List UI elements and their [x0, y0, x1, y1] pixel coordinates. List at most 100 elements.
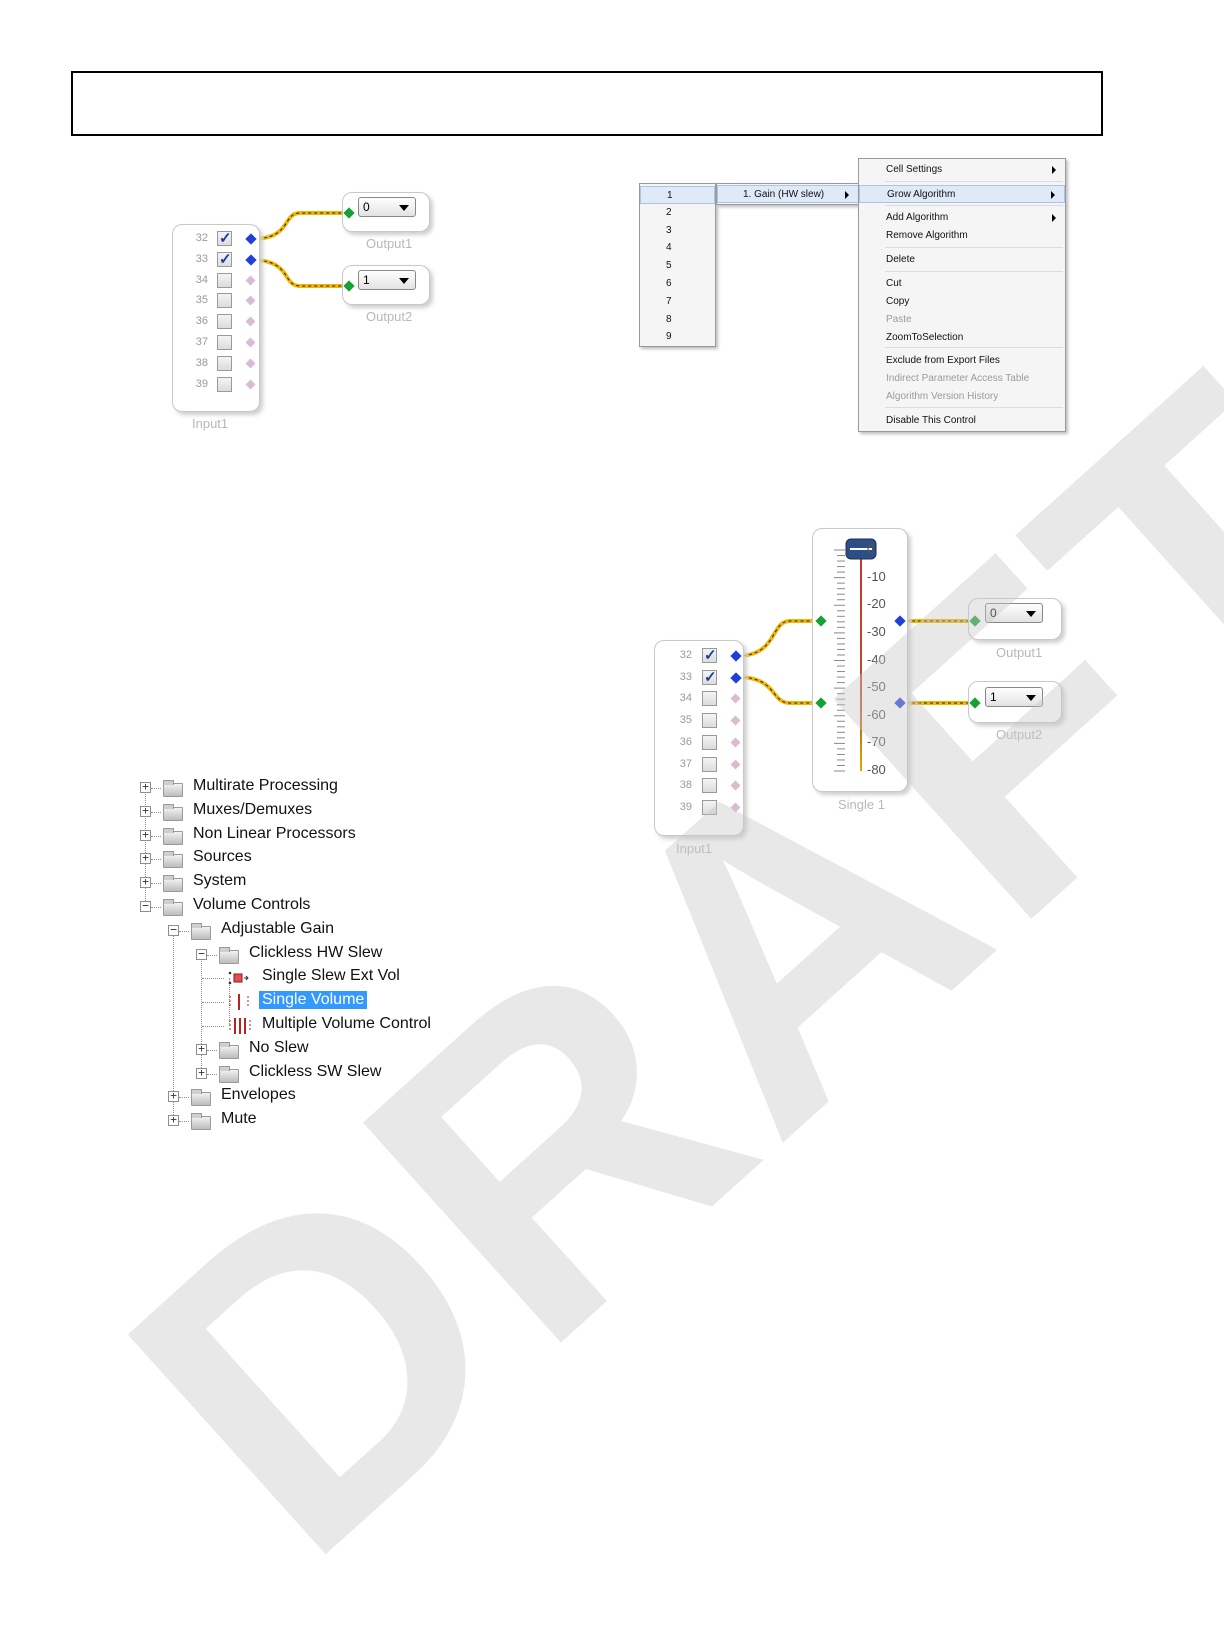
channel-checkbox[interactable]	[217, 229, 232, 247]
channel-checkbox[interactable]	[702, 646, 717, 664]
fader-scale-label: -60	[867, 706, 886, 722]
tree-connector	[151, 788, 161, 789]
tree-item-label: Volume Controls	[193, 896, 311, 913]
channel-checkbox[interactable]	[217, 355, 232, 371]
menu-item-zoomtoselection[interactable]: ZoomToSelection	[886, 332, 964, 343]
channel-checkbox[interactable]	[217, 272, 232, 288]
menu-item-disable-this-control[interactable]: Disable This Control	[886, 415, 976, 426]
submenu-arrow-icon	[1051, 191, 1055, 199]
tree-connector	[207, 1049, 217, 1051]
expand-icon[interactable]: +	[140, 829, 151, 841]
menu-item-delete[interactable]: Delete	[886, 254, 915, 265]
volume-fader[interactable]	[812, 528, 908, 792]
expand-icon[interactable]: +	[140, 876, 151, 889]
folder-icon	[163, 851, 183, 869]
output1-dropdown[interactable]: 0	[358, 197, 416, 217]
expand-icon[interactable]: +	[168, 1090, 179, 1103]
tree-item-label: Adjustable Gain	[221, 919, 334, 937]
folder-icon	[163, 875, 183, 893]
menu-item-cell-settings[interactable]: Cell Settings	[859, 161, 1065, 179]
chevron-down-icon	[1026, 695, 1036, 701]
fader-scale-label: -20	[867, 596, 886, 612]
output1-dropdown-2[interactable]: 0	[985, 603, 1043, 623]
menu-item-copy[interactable]: Copy	[886, 296, 910, 307]
expand-icon[interactable]: +	[168, 1114, 179, 1127]
chevron-down-icon	[399, 205, 409, 211]
expand-icon[interactable]: +	[140, 781, 151, 793]
cell-row-item[interactable]: 3	[666, 224, 672, 236]
cell-row-item[interactable]: 1	[640, 186, 715, 204]
fig2-wires	[736, 619, 975, 705]
menu-item-paste[interactable]: Paste	[886, 314, 912, 325]
channel-checkbox[interactable]	[702, 778, 717, 794]
header-box	[71, 71, 1103, 136]
menu-item-exclude-from-export-files[interactable]: Exclude from Export Files	[886, 355, 1000, 366]
channel-checkbox[interactable]	[217, 250, 232, 268]
channel-checkbox[interactable]	[702, 668, 717, 686]
channel-checkbox[interactable]	[217, 293, 232, 309]
channel-checkbox[interactable]	[702, 713, 717, 729]
menu-item-algorithm-version-history[interactable]: Algorithm Version History	[886, 391, 999, 402]
tree-connector	[151, 859, 161, 861]
cell-number-menu[interactable]: 1 2 3 4 5 6 7 8 9	[639, 183, 716, 347]
submenu-item-gain-hw-slew[interactable]: 1. Gain (HW slew)	[717, 185, 859, 203]
menu-separator	[885, 407, 1063, 408]
cell-row-item[interactable]: 2	[666, 206, 672, 218]
channel-number: 34	[195, 273, 208, 286]
tree-connector	[179, 1097, 189, 1099]
cell-row-item[interactable]: 5	[666, 260, 672, 272]
cell-row-item[interactable]: 9	[666, 331, 672, 343]
input1-block[interactable]	[172, 224, 260, 412]
menu-item-indirect-parameter-access-table[interactable]: Indirect Parameter Access Table	[886, 373, 1030, 384]
collapse-icon[interactable]: −	[168, 924, 179, 936]
grow-submenu[interactable]: 1. Gain (HW slew)	[716, 183, 860, 205]
submenu-arrow-icon	[1052, 214, 1056, 222]
channel-checkbox[interactable]	[702, 734, 717, 750]
collapse-icon[interactable]: −	[196, 948, 207, 960]
folder-icon	[163, 827, 183, 845]
output2-label: Output2	[366, 309, 413, 324]
single-volume-icon	[229, 994, 249, 1011]
tree-item-label: Clickless HW Slew	[249, 943, 383, 961]
menu-item-grow-algorithm[interactable]: Grow Algorithm	[859, 185, 1065, 203]
channel-checkbox[interactable]	[702, 756, 717, 772]
collapse-icon[interactable]: −	[140, 900, 151, 912]
menu-item-add-algorithm[interactable]: Add Algorithm	[859, 209, 1065, 227]
tree-connector	[145, 788, 146, 907]
output2-dropdown-2[interactable]: 1	[985, 687, 1043, 707]
channel-number: 32	[195, 232, 208, 244]
tree-connector	[207, 1073, 217, 1075]
input1-block-2[interactable]	[654, 640, 744, 836]
tree-item-label: Multirate Processing	[193, 777, 338, 794]
tree-connector	[151, 835, 161, 837]
cell-row-item[interactable]: 4	[666, 242, 672, 254]
menu-item-cut[interactable]: Cut	[886, 278, 902, 289]
tree-item-label: Mute	[221, 1110, 257, 1128]
menu-separator	[885, 247, 1063, 248]
channel-number: 33	[195, 252, 208, 265]
tree-item-label: Clickless SW Slew	[249, 1062, 382, 1080]
expand-icon[interactable]: +	[140, 852, 151, 865]
menu-item-remove-algorithm[interactable]: Remove Algorithm	[886, 230, 968, 241]
channel-checkbox[interactable]	[217, 376, 232, 392]
channel-number: 38	[679, 779, 692, 792]
menu-separator	[885, 347, 1063, 348]
channel-checkbox[interactable]	[217, 335, 232, 350]
channel-checkbox[interactable]	[217, 314, 232, 330]
channel-checkbox[interactable]	[702, 799, 717, 815]
channel-number: 36	[195, 315, 208, 328]
cell-row-item[interactable]: 7	[666, 295, 672, 307]
cell-row-item[interactable]: 8	[666, 313, 672, 325]
expand-icon[interactable]: +	[196, 1043, 207, 1055]
channel-checkbox[interactable]	[702, 691, 717, 707]
expand-icon[interactable]: +	[196, 1067, 207, 1079]
expand-icon[interactable]: +	[140, 805, 151, 817]
output1-label-2: Output1	[996, 645, 1043, 660]
output2-dropdown[interactable]: 1	[358, 270, 416, 290]
tree-connector	[151, 907, 161, 908]
folder-icon	[163, 899, 183, 916]
cell-row-item[interactable]: 6	[666, 278, 672, 289]
channel-number: 33	[679, 670, 692, 683]
channel-number: 35	[195, 294, 208, 307]
